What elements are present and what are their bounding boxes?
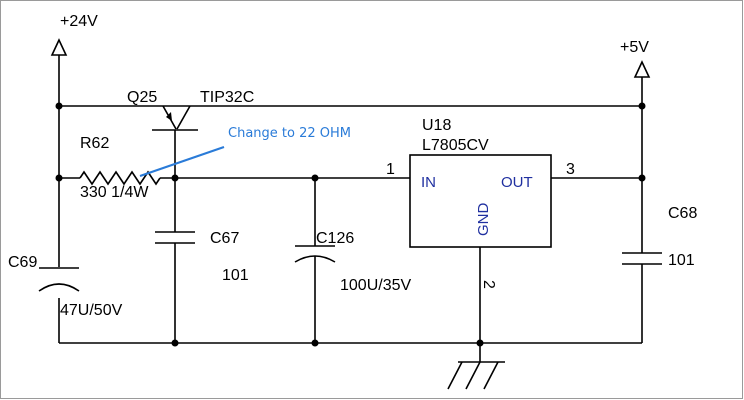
label-c69-value: 47U/50V bbox=[60, 302, 123, 319]
label-c126: C126 bbox=[316, 230, 354, 247]
pin-in-number: 1 bbox=[386, 161, 395, 178]
label-c68-value: 101 bbox=[668, 252, 695, 269]
capacitor-c67-symbol bbox=[155, 178, 195, 343]
pin-out-label: OUT bbox=[501, 174, 533, 191]
label-r62: R62 bbox=[80, 135, 109, 152]
label-c68: C68 bbox=[668, 205, 697, 222]
label-u18: U18 bbox=[422, 117, 451, 134]
resistor-r62-symbol bbox=[79, 170, 161, 186]
pin-gnd-number: 2 bbox=[480, 280, 497, 289]
capacitor-c126-symbol bbox=[294, 178, 336, 343]
capacitor-c68-symbol bbox=[622, 252, 662, 265]
pin-gnd-label: GND bbox=[475, 203, 492, 237]
capacitor-c69-symbol bbox=[38, 267, 80, 292]
pin-out-number: 3 bbox=[566, 161, 575, 178]
label-r62-value: 330 1/4W bbox=[80, 184, 149, 201]
transistor-q25-symbol bbox=[152, 105, 198, 178]
label-l7805cv: L7805CV bbox=[422, 137, 489, 154]
label-q25: Q25 bbox=[127, 89, 157, 106]
pin-in-label: IN bbox=[421, 174, 436, 191]
label-c67-value: 101 bbox=[222, 267, 249, 284]
label-c69: C69 bbox=[8, 254, 37, 271]
label-c67: C67 bbox=[210, 230, 239, 247]
label-tip32c: TIP32C bbox=[200, 89, 254, 106]
supply-24v-symbol bbox=[50, 38, 68, 106]
supply-5v-symbol bbox=[633, 60, 651, 106]
label-5v: +5V bbox=[620, 39, 649, 56]
junction-dots bbox=[55, 102, 646, 347]
label-24v: +24V bbox=[60, 13, 98, 30]
ground-symbol bbox=[447, 343, 505, 390]
annotation-stroke bbox=[139, 145, 225, 178]
label-c126-value: 100U/35V bbox=[340, 277, 411, 294]
annotation-text: Change to 22 OHM bbox=[228, 126, 351, 141]
